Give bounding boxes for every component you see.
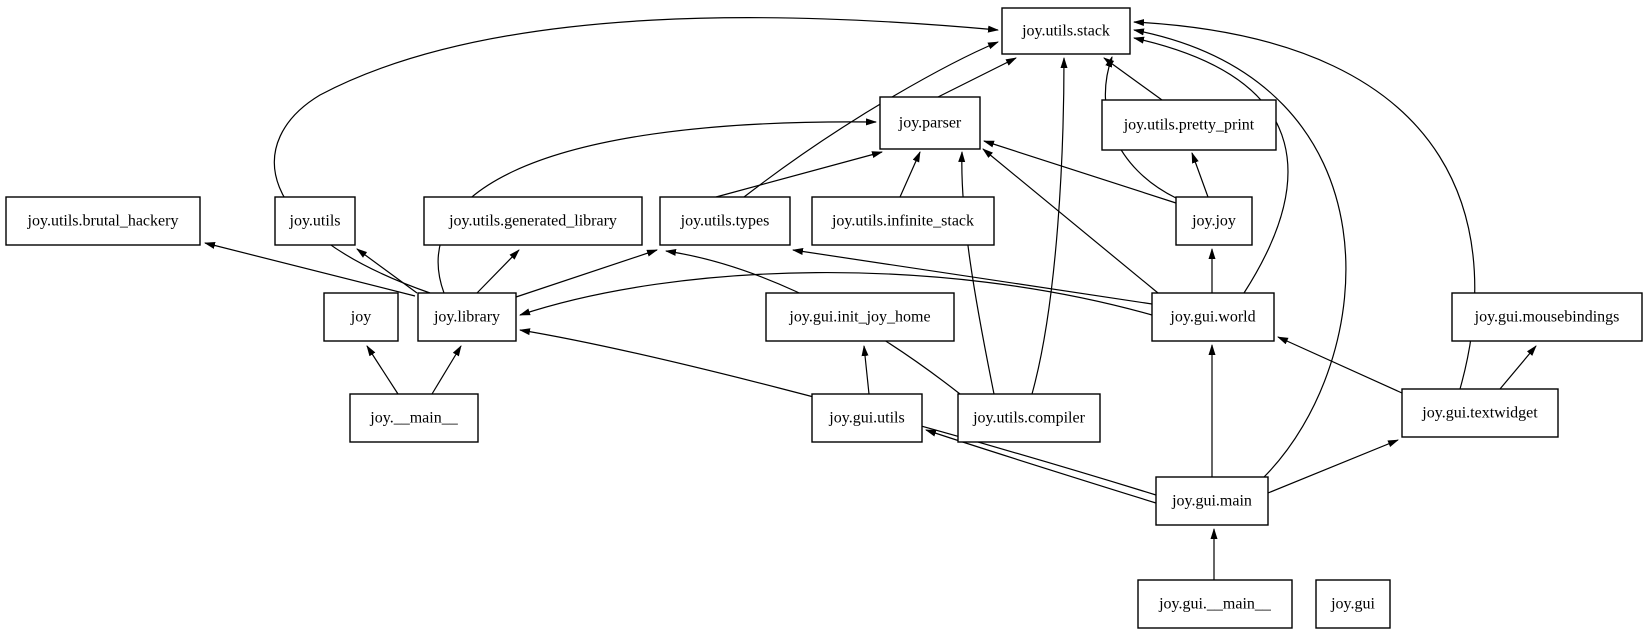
node-joy-main: joy.__main__ xyxy=(349,393,479,443)
node-joy-utils-brutal-hackery: joy.utils.brutal_hackery xyxy=(5,196,201,246)
edge-joy-utils-compiler-to-joy-utils-types xyxy=(665,249,961,395)
node-joy-utils-compiler: joy.utils.compiler xyxy=(957,393,1101,443)
node-joy-utils-stack: joy.utils.stack xyxy=(1001,7,1131,55)
node-joy-joy: joy.joy xyxy=(1175,196,1253,246)
edge-joy-utils-infinite-stack-to-joy-parser xyxy=(899,151,921,198)
node-joy-utils-generated-library: joy.utils.generated_library xyxy=(423,196,643,246)
node-box-joy-gui-main xyxy=(1155,476,1269,526)
node-joy-gui-init-joy-home: joy.gui.init_joy_home xyxy=(765,292,955,342)
node-joy-utils: joy.utils xyxy=(274,196,356,246)
node-box-joy-main xyxy=(349,393,479,443)
node-label-joy-gui-utils: joy.gui.utils xyxy=(828,410,904,427)
node-label-joy-gui-textwidget: joy.gui.textwidget xyxy=(1421,405,1538,422)
edge-joy-gui-textwidget-to-joy-gui-mousebindings xyxy=(1499,345,1537,390)
node-label-joy-gui-main: joy.gui.main xyxy=(1171,493,1252,510)
node-joy-gui-mousebindings: joy.gui.mousebindings xyxy=(1451,292,1643,342)
node-label-joy-parser: joy.parser xyxy=(898,115,962,132)
node-label-joy-gui-mousebindings: joy.gui.mousebindings xyxy=(1474,309,1620,326)
node-box-joy xyxy=(323,292,399,342)
node-label-joy-gui-main-main: joy.gui.__main__ xyxy=(1158,596,1272,613)
node-joy-gui-main: joy.gui.main xyxy=(1155,476,1269,526)
node-box-joy-gui-main-main xyxy=(1137,579,1293,629)
edge-joy-utils-compiler-to-joy-utils-stack xyxy=(1031,57,1068,395)
edge-joy-utils-compiler-to-joy-parser xyxy=(958,151,995,395)
node-label-joy-gui: joy.gui xyxy=(1330,596,1375,613)
edge-joy-main-to-joy-library xyxy=(431,345,462,395)
node-box-joy-library xyxy=(417,292,517,342)
node-label-joy: joy xyxy=(350,309,371,326)
node-box-joy-gui xyxy=(1315,579,1391,629)
node-label-joy-utils-infinite-stack: joy.utils.infinite_stack xyxy=(831,213,974,230)
node-joy-gui-main-main: joy.gui.__main__ xyxy=(1137,579,1293,629)
node-box-joy-gui-textwidget xyxy=(1401,388,1559,438)
node-box-joy-utils-compiler xyxy=(957,393,1101,443)
node-label-joy-main: joy.__main__ xyxy=(369,410,458,427)
edge-joy-parser-to-joy-utils-stack xyxy=(937,57,1017,98)
node-box-joy-gui-mousebindings xyxy=(1451,292,1643,342)
edge-joy-gui-world-to-joy-utils-stack xyxy=(1133,36,1289,294)
node-label-joy-gui-init-joy-home: joy.gui.init_joy_home xyxy=(788,309,930,326)
node-box-joy-parser xyxy=(879,96,981,150)
edge-joy-gui-textwidget-to-joy-gui-world xyxy=(1277,336,1403,394)
node-joy-gui-textwidget: joy.gui.textwidget xyxy=(1401,388,1559,438)
node-box-joy-gui-init-joy-home xyxy=(765,292,955,342)
edge-joy-gui-main-to-joy-gui-utils xyxy=(925,429,1157,504)
edge-joy-joy-to-joy-utils-pretty-print xyxy=(1191,152,1209,198)
node-joy: joy xyxy=(323,292,399,342)
node-label-joy-utils-compiler: joy.utils.compiler xyxy=(972,410,1086,427)
node-box-joy-joy xyxy=(1175,196,1253,246)
edge-joy-joy-to-joy-parser xyxy=(983,140,1177,204)
node-box-joy-utils-types xyxy=(659,196,791,246)
node-joy-utils-pretty-print: joy.utils.pretty_print xyxy=(1101,99,1277,151)
node-label-joy-gui-world: joy.gui.world xyxy=(1169,309,1255,326)
node-box-joy-utils-pretty-print xyxy=(1101,99,1277,151)
node-joy-parser: joy.parser xyxy=(879,96,981,150)
edge-joy-library-to-joy-utils xyxy=(356,248,418,294)
node-label-joy-utils-pretty-print: joy.utils.pretty_print xyxy=(1123,117,1255,134)
edge-joy-library-to-joy-utils-generated-library xyxy=(476,249,520,294)
edge-joy-main-to-joy xyxy=(366,345,399,395)
edges-layer xyxy=(204,17,1537,580)
node-joy-gui-utils: joy.gui.utils xyxy=(811,393,923,443)
node-joy-utils-types: joy.utils.types xyxy=(659,196,791,246)
node-joy-gui: joy.gui xyxy=(1315,579,1391,629)
edge-joy-gui-main-to-joy-gui-textwidget xyxy=(1267,439,1399,494)
node-box-joy-gui-utils xyxy=(811,393,923,443)
edge-joy-gui-world-to-joy-parser xyxy=(982,148,1159,294)
node-label-joy-utils-stack: joy.utils.stack xyxy=(1021,23,1110,40)
edge-joy-utils-pretty-print-to-joy-utils-stack xyxy=(1103,57,1163,101)
edge-joy-library-to-joy-parser xyxy=(437,118,877,294)
node-label-joy-utils-brutal-hackery: joy.utils.brutal_hackery xyxy=(27,213,179,230)
node-joy-utils-infinite-stack: joy.utils.infinite_stack xyxy=(811,196,995,246)
edge-joy-gui-main-to-joy-utils-stack xyxy=(1133,28,1347,478)
node-box-joy-gui-world xyxy=(1151,292,1275,342)
node-box-joy-utils-infinite-stack xyxy=(811,196,995,246)
node-label-joy-utils-generated-library: joy.utils.generated_library xyxy=(448,213,617,230)
node-box-joy-utils-stack xyxy=(1001,7,1131,55)
node-joy-gui-world: joy.gui.world xyxy=(1151,292,1275,342)
edge-joy-gui-world-to-joy-utils-types xyxy=(792,248,1153,305)
edge-joy-library-to-joy-utils-stack xyxy=(273,17,999,294)
edge-joy-gui-world-to-joy-library xyxy=(519,272,1153,316)
node-label-joy-utils-types: joy.utils.types xyxy=(680,213,770,230)
node-label-joy-joy: joy.joy xyxy=(1191,213,1236,230)
node-box-joy-utils-generated-library xyxy=(423,196,643,246)
edge-joy-gui-main-to-joy-library xyxy=(519,328,1157,496)
node-label-joy-utils: joy.utils xyxy=(289,213,341,230)
edge-joy-utils-types-to-joy-utils-stack xyxy=(743,41,999,198)
edge-joy-utils-types-to-joy-parser xyxy=(715,151,883,198)
node-joy-library: joy.library xyxy=(417,292,517,342)
node-box-joy-utils-brutal-hackery xyxy=(5,196,201,246)
edge-joy-gui-utils-to-joy-gui-init-joy-home xyxy=(861,345,870,395)
edge-joy-library-to-joy-utils-brutal-hackery xyxy=(204,242,416,297)
nodes-layer: joy.utils.stack joy.parser joy.utils.prett… xyxy=(5,7,1643,629)
node-label-joy-library: joy.library xyxy=(433,309,500,326)
edge-joy-library-to-joy-utils-types xyxy=(515,249,658,298)
node-box-joy-utils xyxy=(274,196,356,246)
